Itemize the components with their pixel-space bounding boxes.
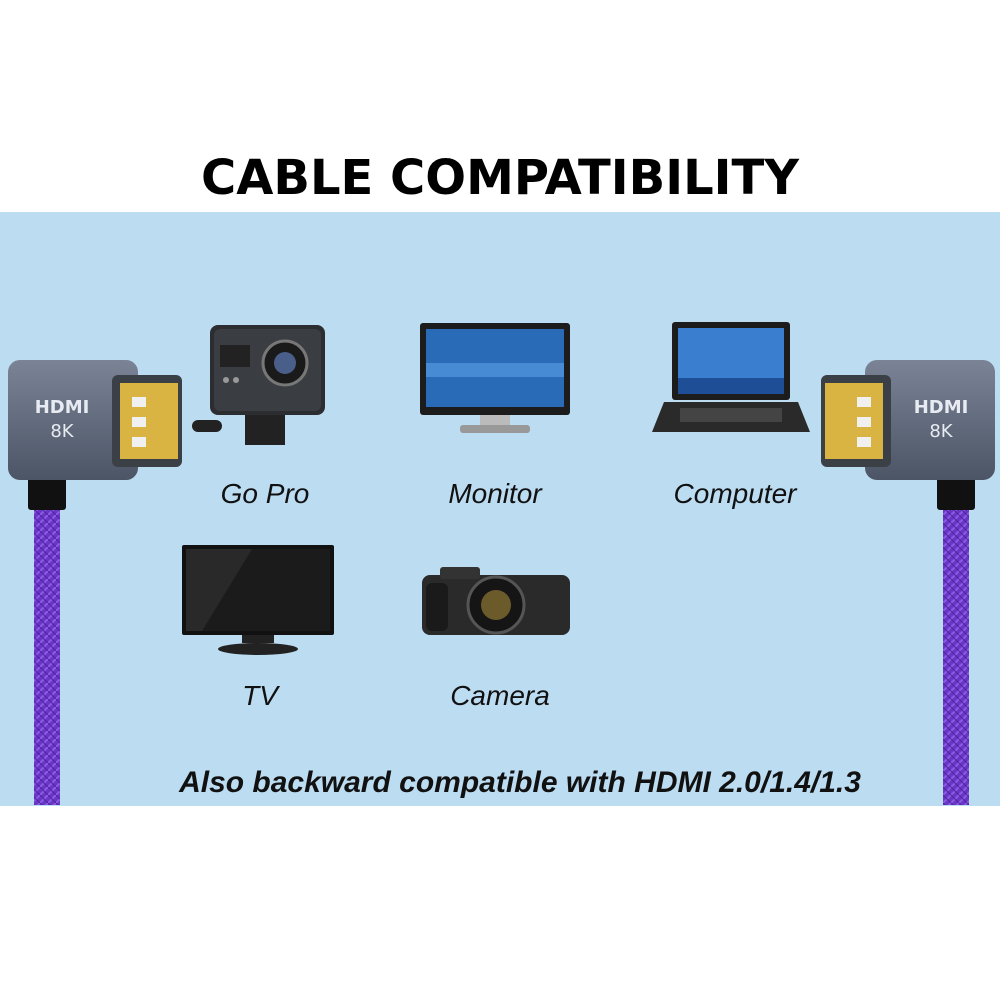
device-label-camera: Camera <box>450 680 550 711</box>
right-connector-brand: HDMI <box>914 397 969 418</box>
camera-icon <box>422 567 570 635</box>
tv-icon <box>182 545 334 655</box>
right-connector-spec: 8K <box>929 421 953 442</box>
device-label-monitor: Monitor <box>448 478 542 509</box>
laptop-icon <box>652 322 810 432</box>
compatibility-panel <box>0 212 1000 806</box>
compatibility-footnote: Also backward compatible with HDMI 2.0/1… <box>179 766 861 799</box>
left-connector-spec: 8K <box>50 421 74 442</box>
gopro-icon <box>192 325 325 445</box>
device-label-tv: TV <box>242 680 278 711</box>
device-label-gopro: Go Pro <box>220 478 310 509</box>
device-label-computer: Computer <box>673 478 797 509</box>
monitor-icon <box>420 323 570 433</box>
right-hdmi-cable: HDMI 8K <box>821 360 995 805</box>
left-connector-brand: HDMI <box>35 397 90 418</box>
page-title: CABLE COMPATIBILITY <box>200 150 800 206</box>
left-hdmi-cable: HDMI 8K <box>8 360 182 805</box>
